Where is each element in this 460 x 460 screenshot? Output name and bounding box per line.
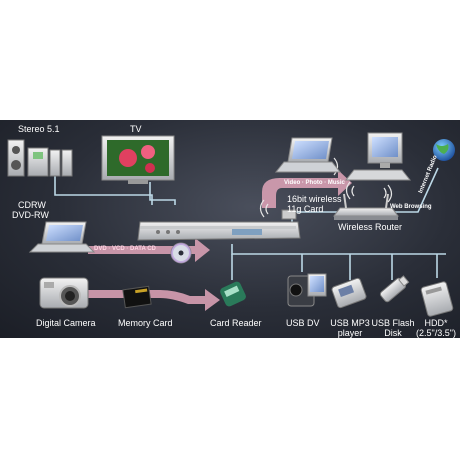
label-wireless-line2: 11g Card [287, 204, 324, 214]
disc-tag: DVD · VCD · DATA CD [94, 246, 156, 252]
web-tag: Web Browsing [390, 204, 432, 210]
card-reader [220, 281, 246, 307]
label-hdd-line2: (2.5"/3.5") [416, 328, 456, 338]
label-router: Wireless Router [338, 222, 403, 232]
label-hdd-line1: HDD* [424, 318, 448, 328]
label-stereo: Stereo 5.1 [18, 124, 60, 134]
hdd [420, 281, 454, 317]
desktop-pc [344, 132, 412, 181]
label-tv: TV [130, 124, 142, 134]
label-cdrw: CDRW [18, 200, 46, 210]
media-player [137, 221, 301, 241]
label-usb-dv: USB DV [286, 318, 320, 328]
usb-mp3 [331, 277, 367, 309]
globe [433, 139, 455, 161]
label-usb-mp3-line2: player [337, 328, 363, 338]
label-memory-card: Memory Card [118, 318, 173, 328]
label-usb-flash: USB Flash Disk [370, 318, 416, 338]
label-card-reader: Card Reader [210, 318, 262, 328]
stereo-speakers [7, 139, 73, 177]
line-globe [392, 167, 439, 213]
laptop-top [274, 137, 342, 173]
laptop-cdrw [28, 221, 96, 253]
arrow-media [262, 170, 352, 208]
wireless-router [333, 193, 399, 220]
media-tag: Video · Photo · Music [284, 180, 345, 186]
tv [101, 135, 175, 184]
label-wireless-line1: 16bit wireless [287, 194, 342, 204]
flow-arrows [70, 170, 352, 311]
wireless-card [281, 209, 297, 220]
label-usb-flash-line1: USB Flash [371, 318, 415, 328]
label-dvdrw: DVD-RW [12, 210, 49, 220]
usb-dv [287, 273, 327, 307]
label-hdd: HDD* (2.5"/3.5") [414, 318, 458, 338]
arrow-card [70, 289, 220, 311]
line-bus [231, 244, 446, 255]
line-tv [149, 182, 176, 205]
digital-camera [39, 277, 89, 309]
memory-card [122, 285, 152, 309]
arrow-disc [88, 238, 210, 262]
line-router [291, 211, 340, 230]
label-usb-flash-line2: Disk [384, 328, 402, 338]
usb-flash [379, 275, 410, 303]
cd-disc [170, 242, 192, 264]
label-usb-mp3: USB MP3 player [326, 318, 374, 338]
label-usb-mp3-line1: USB MP3 [330, 318, 370, 328]
label-camera: Digital Camera [36, 318, 96, 328]
